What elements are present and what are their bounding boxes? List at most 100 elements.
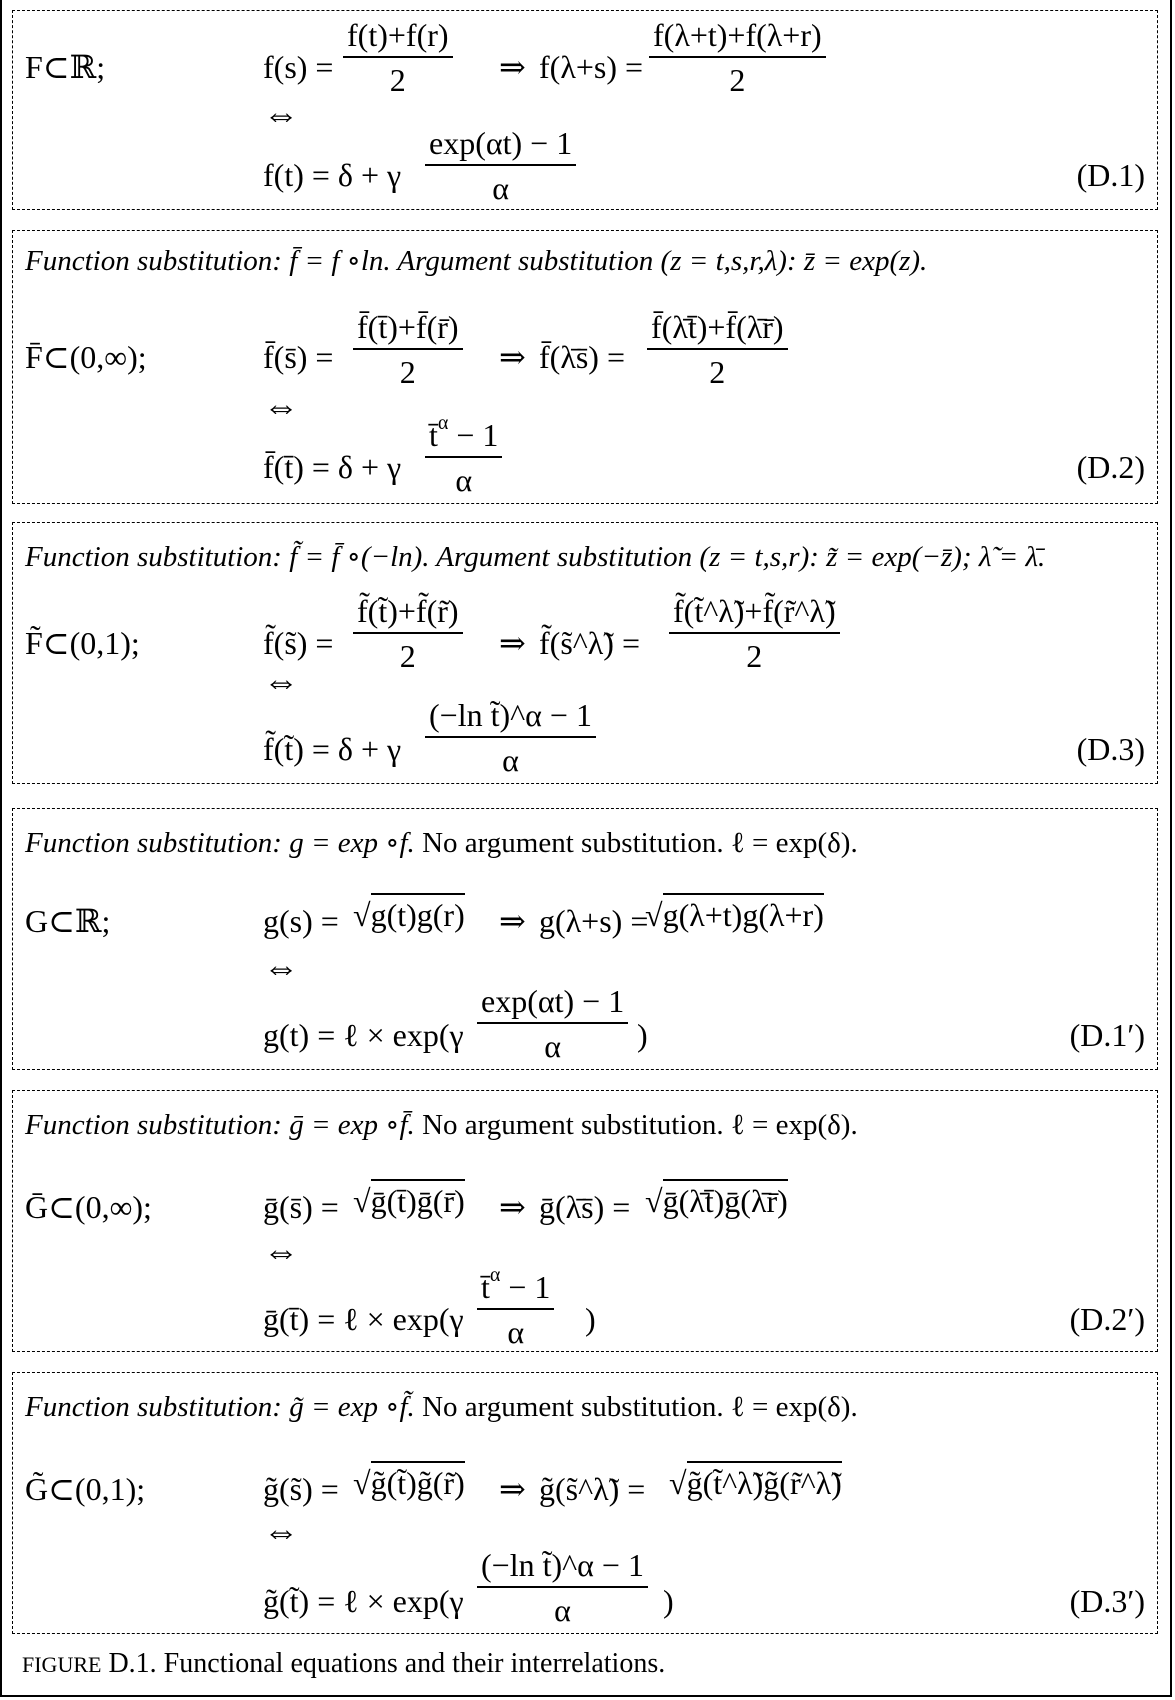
implies-arrow: ⇒ bbox=[499, 1471, 526, 1507]
radical: √ḡ(λ̄t̄)ḡ(λ̄r̄) bbox=[645, 1179, 788, 1219]
closing-paren: ) bbox=[585, 1301, 596, 1337]
equation-lhs: ḡ(λ̄s̄) = bbox=[539, 1189, 631, 1225]
fraction: f̃(t̃^λ̃)+f̃(r̃^λ̃) 2 bbox=[669, 595, 840, 672]
denominator: α bbox=[492, 170, 509, 206]
denominator: 2 bbox=[746, 638, 763, 674]
denominator: α bbox=[502, 742, 519, 778]
fraction: t̄α − 1 α bbox=[425, 412, 503, 496]
domain-label: G̃⊂(0,1); bbox=[25, 1471, 146, 1507]
denominator: α bbox=[507, 1314, 525, 1350]
equation-label: (D.2′) bbox=[1069, 1301, 1145, 1337]
panel-d2: Function substitution: f̄ = f ∘ln. Argum… bbox=[12, 230, 1158, 504]
equation-label: (D.1) bbox=[1076, 157, 1145, 193]
equation-lhs: f(λ+s) = bbox=[539, 49, 644, 85]
radical: √g̃(t̃^λ̃)g̃(r̃^λ̃) bbox=[669, 1461, 842, 1501]
radicand: g̃(t̃)g̃(r̃) bbox=[370, 1461, 465, 1501]
iff-arrow: ⇔ bbox=[263, 94, 299, 134]
numerator: (−ln t̃)^α − 1 bbox=[477, 1549, 648, 1588]
substitution-note: Function substitution: f̄ = f ∘ln. Argum… bbox=[25, 245, 928, 277]
numerator: exp(αt) − 1 bbox=[425, 127, 577, 166]
implies-arrow: ⇒ bbox=[499, 339, 526, 375]
equation-label: (D.3′) bbox=[1069, 1583, 1145, 1619]
domain-label: F̄⊂(0,∞); bbox=[25, 339, 147, 375]
radical: √g̃(t̃)g̃(r̃) bbox=[353, 1461, 465, 1501]
fraction: f̃(t̃)+f̃(r̃) 2 bbox=[353, 595, 463, 672]
numerator: f(t)+f(r) bbox=[343, 19, 453, 58]
fraction: f̄(t̄)+f̄(r̄) 2 bbox=[353, 311, 463, 388]
numerator: f̄(λ̄t̄)+f̄(λ̄r̄) bbox=[647, 311, 788, 350]
radicand: g(t)g(r) bbox=[370, 893, 465, 933]
equation-lhs: g̃(s̃) = bbox=[263, 1471, 339, 1507]
fraction: t̄α − 1 α bbox=[477, 1264, 555, 1350]
substitution-italic: Function substitution: ḡ = exp ∘f̄. bbox=[25, 1109, 415, 1141]
domain-label: F̃⊂(0,1); bbox=[25, 625, 140, 661]
equation-label: (D.1′) bbox=[1069, 1017, 1145, 1053]
panel-d1: F⊂ℝ; f(s) = f(t)+f(r) 2 ⇒ f(λ+s) = f(λ+t… bbox=[12, 10, 1158, 210]
radicand: ḡ(λ̄t̄)ḡ(λ̄r̄) bbox=[662, 1179, 788, 1219]
solution-lhs: g̃(t̃) = ℓ × exp(γ bbox=[263, 1583, 464, 1619]
iff-arrow: ⇔ bbox=[263, 1511, 299, 1551]
numerator: t̄α − 1 bbox=[477, 1264, 555, 1310]
fraction: (−ln t̃)^α − 1 α bbox=[425, 699, 596, 776]
domain-label: F⊂ℝ; bbox=[25, 49, 106, 85]
implies-arrow: ⇒ bbox=[499, 1189, 526, 1225]
power-base: t̄ bbox=[481, 1269, 490, 1305]
figure-caption: FIGURE D.1. Functional equations and the… bbox=[22, 1648, 665, 1680]
solution-lhs: f̃(t̃) = δ + γ bbox=[263, 731, 402, 767]
substitution-note: Function substitution: g = exp ∘f. No ar… bbox=[25, 829, 858, 858]
equation-lhs: g(s) = bbox=[263, 903, 339, 939]
iff-arrow: ⇔ bbox=[263, 1231, 299, 1271]
implies-arrow: ⇒ bbox=[499, 49, 526, 85]
fraction: (−ln t̃)^α − 1 α bbox=[477, 1549, 648, 1626]
panel-d3: Function substitution: f̃ = f̄ ∘(−ln). A… bbox=[12, 522, 1158, 784]
equation-label: (D.2) bbox=[1076, 449, 1145, 485]
numerator: exp(αt) − 1 bbox=[477, 985, 629, 1024]
substitution-italic: Function substitution: g = exp ∘f. bbox=[25, 827, 415, 859]
domain-label: G⊂ℝ; bbox=[25, 903, 111, 939]
radical: √ḡ(t̄)ḡ(r̄) bbox=[353, 1179, 465, 1219]
numerator-rest: − 1 bbox=[448, 417, 499, 453]
equation-lhs: f̄(λ̄s̄) = bbox=[539, 339, 625, 375]
panel-d2-prime: Function substitution: ḡ = exp ∘f̄. No a… bbox=[12, 1090, 1158, 1352]
substitution-roman: No argument substitution. ℓ = exp(δ). bbox=[414, 827, 858, 859]
denominator: 2 bbox=[399, 638, 416, 674]
power-exponent: α bbox=[437, 412, 449, 434]
solution-lhs: f̄(t̄) = δ + γ bbox=[263, 449, 402, 485]
fraction: f(t)+f(r) 2 bbox=[343, 19, 453, 96]
radicand: g(λ+t)g(λ+r) bbox=[662, 893, 824, 933]
denominator: α bbox=[544, 1028, 561, 1064]
denominator: 2 bbox=[389, 62, 406, 98]
substitution-roman: No argument substitution. ℓ = exp(δ). bbox=[414, 1109, 858, 1141]
solution-lhs: g(t) = ℓ × exp(γ bbox=[263, 1017, 464, 1053]
equation-label: (D.3) bbox=[1076, 731, 1145, 767]
substitution-roman: No argument substitution. ℓ = exp(δ). bbox=[414, 1391, 858, 1423]
substitution-note: Function substitution: ḡ = exp ∘f̄. No a… bbox=[25, 1111, 858, 1140]
numerator: (−ln t̃)^α − 1 bbox=[425, 699, 596, 738]
substitution-note: Function substitution: f̃ = f̄ ∘(−ln). A… bbox=[25, 541, 1046, 573]
denominator: 2 bbox=[709, 354, 726, 390]
equation-lhs: f(s) = bbox=[263, 49, 334, 85]
caption-text: D.1. Functional equations and their inte… bbox=[101, 1648, 666, 1679]
radicand: ḡ(t̄)ḡ(r̄) bbox=[370, 1179, 465, 1219]
denominator: 2 bbox=[399, 354, 416, 390]
fraction: exp(αt) − 1 α bbox=[425, 127, 577, 206]
closing-paren: ) bbox=[663, 1583, 674, 1619]
domain-label: Ḡ⊂(0,∞); bbox=[25, 1189, 152, 1225]
numerator: f̄(t̄)+f̄(r̄) bbox=[353, 311, 463, 350]
equation-lhs: ḡ(s̄) = bbox=[263, 1189, 339, 1225]
closing-paren: ) bbox=[637, 1017, 648, 1053]
solution-lhs: f(t) = δ + γ bbox=[263, 157, 402, 193]
iff-arrow: ⇔ bbox=[263, 661, 299, 701]
implies-arrow: ⇒ bbox=[499, 903, 526, 939]
fraction: f(λ+t)+f(λ+r) 2 bbox=[649, 19, 826, 96]
panel-d1-prime: Function substitution: g = exp ∘f. No ar… bbox=[12, 808, 1158, 1070]
fraction: exp(αt) − 1 α bbox=[477, 985, 629, 1064]
radicand: g̃(t̃^λ̃)g̃(r̃^λ̃) bbox=[686, 1461, 842, 1501]
numerator: f̃(t̃)+f̃(r̃) bbox=[353, 595, 463, 634]
numerator-rest: − 1 bbox=[500, 1269, 551, 1305]
radical: √g(λ+t)g(λ+r) bbox=[645, 893, 824, 933]
implies-arrow: ⇒ bbox=[499, 625, 526, 661]
power-exponent: α bbox=[489, 1264, 501, 1286]
substitution-note: Function substitution: g̃ = exp ∘f̃. No … bbox=[25, 1393, 858, 1422]
